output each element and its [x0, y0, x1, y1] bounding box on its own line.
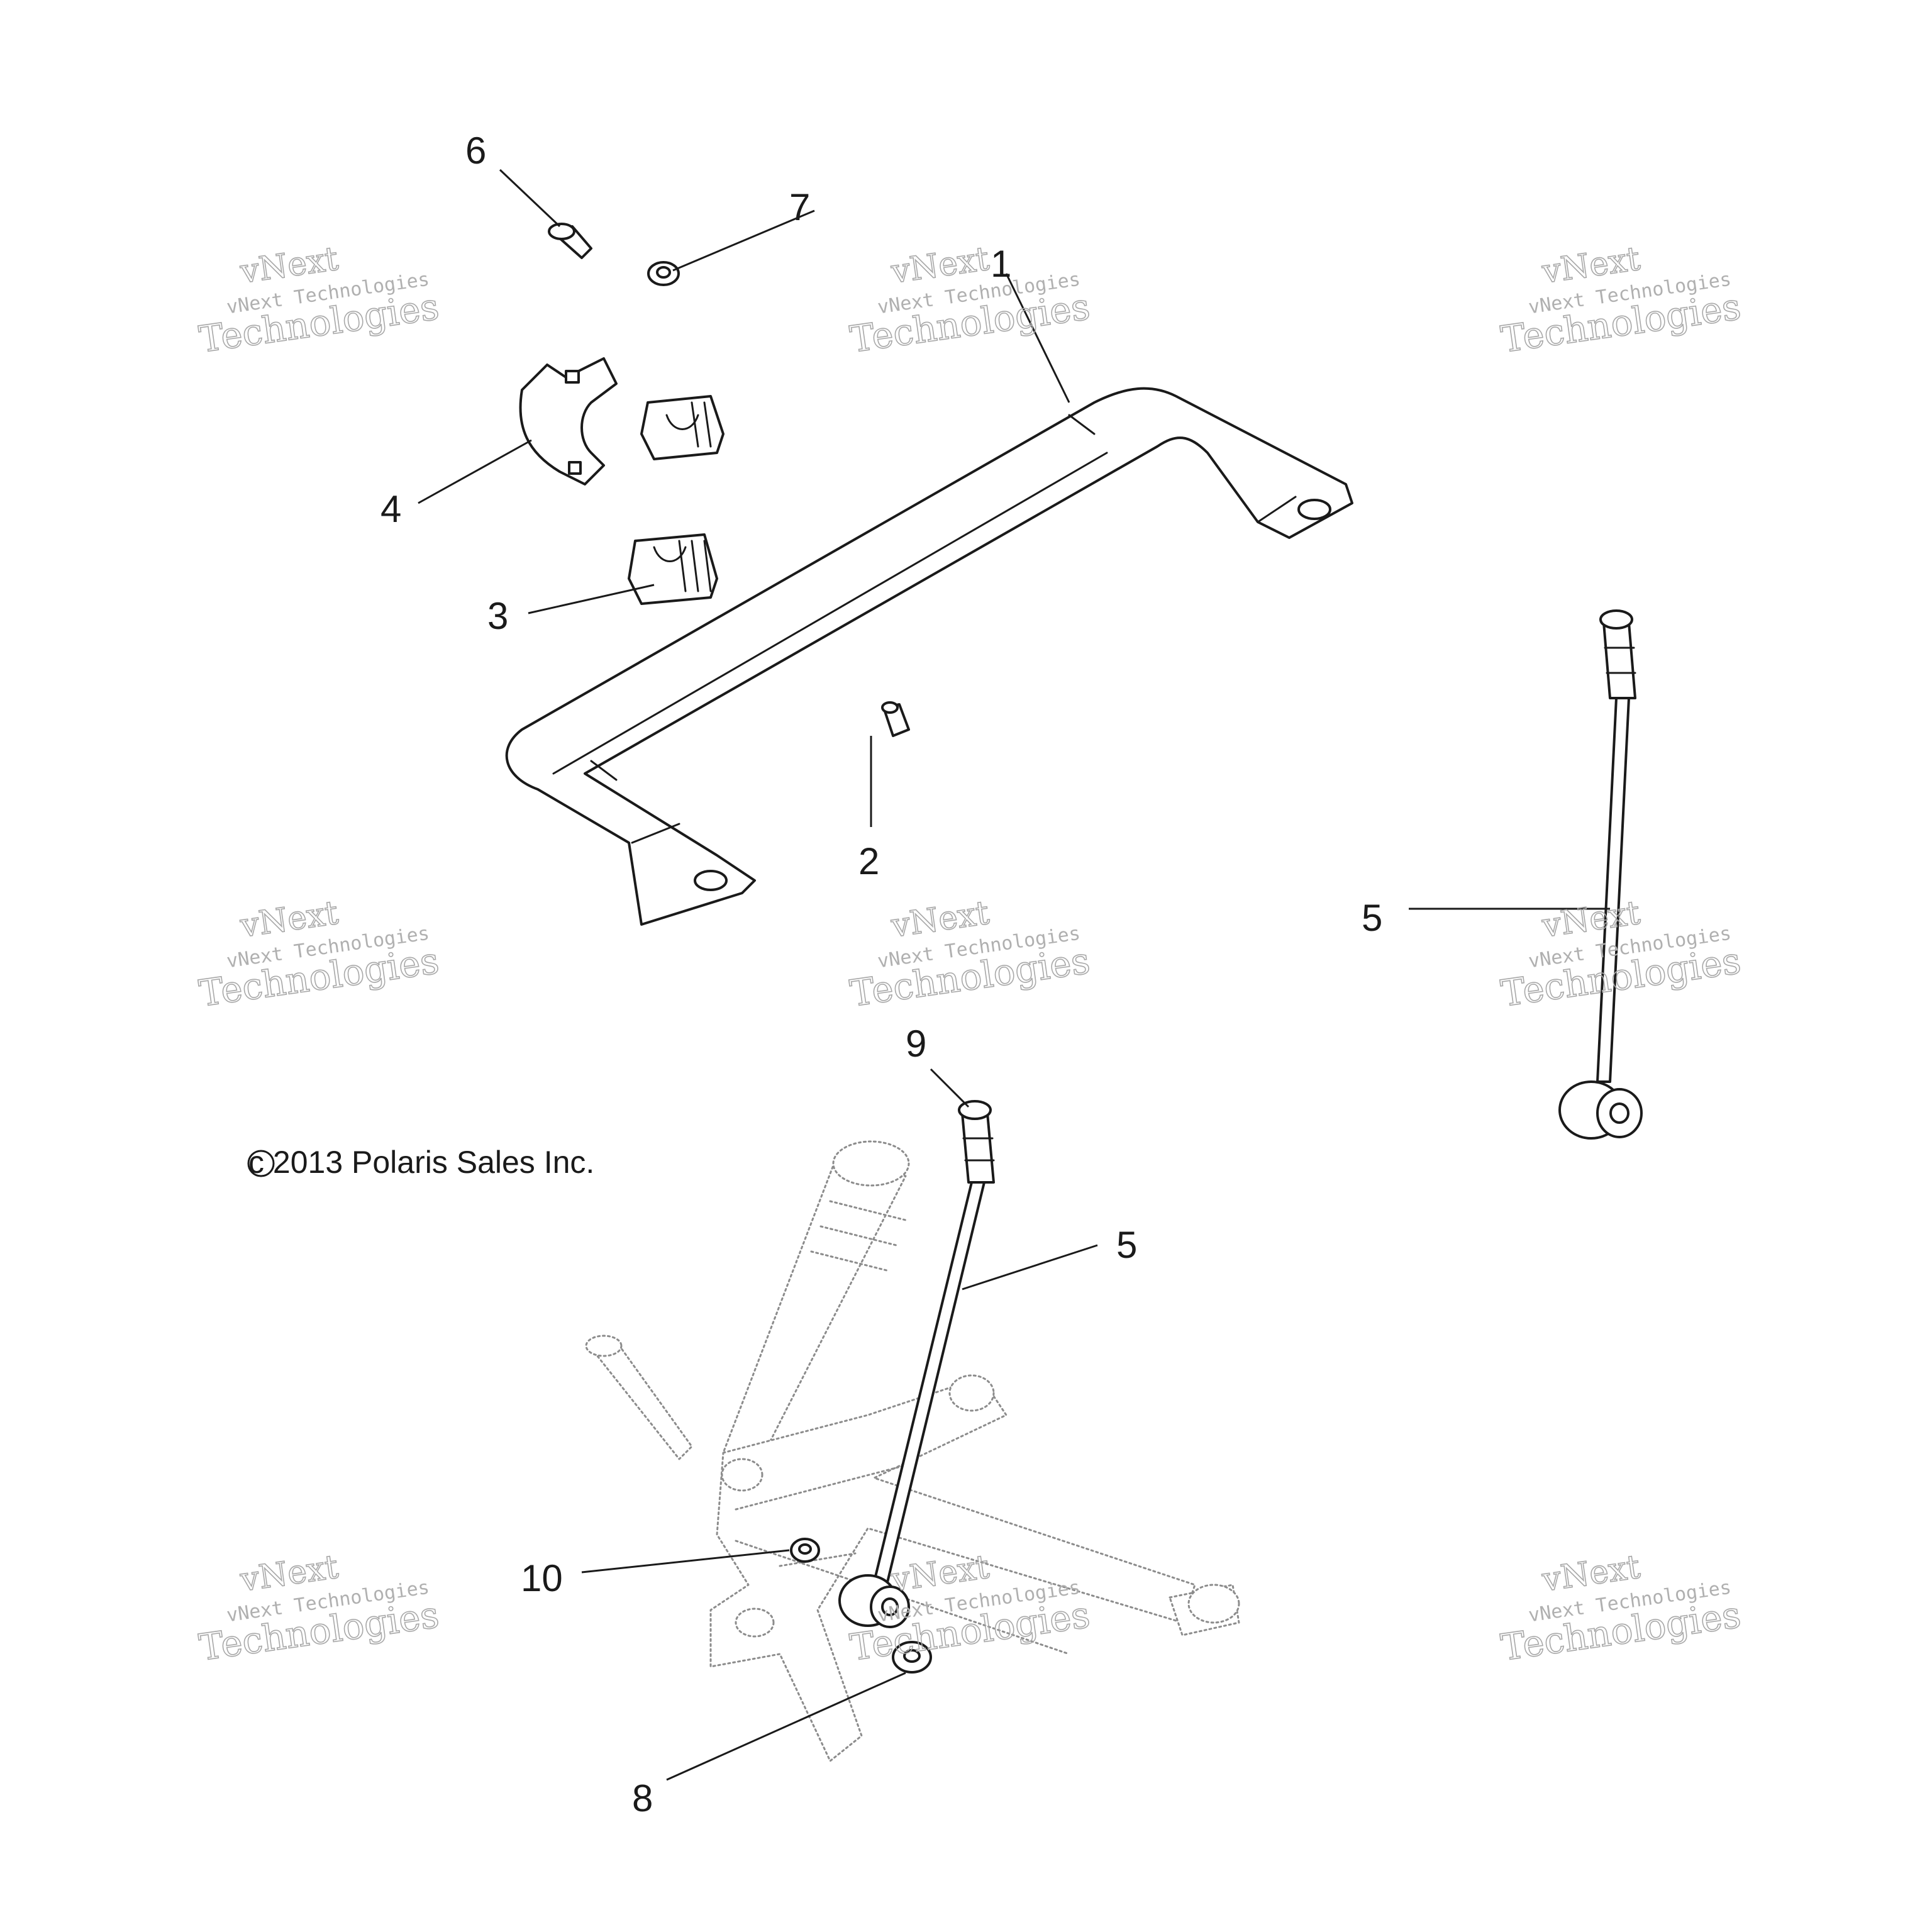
ghost-shock-rings [810, 1200, 907, 1272]
link-lower-eye-hole [881, 1597, 899, 1616]
watermark-2: vNext vNext Technologies Technologies [847, 240, 1093, 362]
stabilizer-bar-collars [590, 414, 1096, 781]
callout-labels: 1 2 3 4 5 5 6 7 8 9 10 [380, 130, 1382, 1819]
grease-fitting-tip [881, 701, 899, 714]
watermark-9: vNext vNext Technologies Technologies [1498, 1548, 1744, 1670]
callout-4: 4 [380, 488, 401, 530]
bracket-body [519, 357, 618, 486]
callout-5-right: 5 [1362, 897, 1382, 939]
callout-5-lower: 5 [1116, 1224, 1137, 1266]
stabilizer-link-right [1558, 609, 1643, 1140]
watermarks: vNext vNext Technologies Technologies vN… [196, 240, 1744, 1670]
stabilizer-bar [505, 387, 1353, 926]
leader-9 [930, 1068, 970, 1108]
grease-fitting [881, 701, 910, 737]
callout-9: 9 [906, 1023, 926, 1065]
bracket-hole-bottom [568, 461, 582, 475]
link-lower-bushing [961, 1112, 995, 1184]
bushing-upper-body [640, 395, 724, 460]
callout-3: 3 [487, 595, 508, 637]
link-right-top-nut [1599, 609, 1633, 630]
leader-lines [418, 169, 1610, 1781]
link-right-bushing-rings [1604, 647, 1636, 674]
bushing-lower-ribs [653, 540, 712, 592]
washer-hole [903, 1649, 921, 1663]
small-bolt [548, 223, 592, 259]
leader-10 [581, 1549, 790, 1574]
watermark-6: vNext vNext Technologies Technologies [1498, 894, 1744, 1016]
lock-nut-hole [798, 1543, 812, 1555]
flange-nut-hole [656, 266, 671, 279]
callout-8: 8 [632, 1777, 653, 1819]
stabilizer-bar-end-hole-left [694, 870, 728, 891]
copyright-symbol [247, 1150, 275, 1177]
leader-7 [672, 209, 815, 272]
ghost-pivot-right [1187, 1584, 1240, 1624]
stabilizer-bar-end-hole-right [1297, 499, 1331, 520]
callout-2: 2 [858, 840, 879, 882]
small-bolt-head [548, 223, 575, 240]
ghost-pivot-left [721, 1458, 763, 1492]
ghost-bolt-head [585, 1335, 623, 1357]
bracket [519, 357, 618, 486]
link-lower-bushing-rings [962, 1137, 995, 1162]
lock-nut [790, 1538, 820, 1563]
bushing-upper-ribs [665, 401, 712, 448]
leader-3 [528, 584, 655, 614]
ghost-pivot-top [948, 1374, 995, 1412]
watermark-7: vNext vNext Technologies Technologies [196, 1548, 442, 1670]
link-right-bushing [1602, 621, 1636, 699]
bushing-lower [628, 533, 718, 605]
link-right-rod [1596, 697, 1630, 1083]
callout-6: 6 [465, 130, 486, 172]
ghost-a-arm [709, 1376, 1196, 1762]
ghost-pivot-lower-left [735, 1607, 775, 1638]
washer [892, 1641, 932, 1674]
watermark-5: vNext vNext Technologies Technologies [847, 894, 1093, 1016]
leader-5b [962, 1244, 1098, 1291]
watermark-1: vNext vNext Technologies Technologies [196, 240, 442, 362]
copyright-notice: c 2013 Polaris Sales Inc. [247, 1145, 594, 1180]
ghost-suspension-assembly [585, 1140, 1240, 1762]
flange-nut [647, 261, 680, 286]
leader-8 [666, 1672, 906, 1781]
callout-10: 10 [521, 1557, 563, 1599]
leader-4 [418, 439, 532, 504]
callout-1: 1 [991, 243, 1011, 285]
stabilizer-bar-edges [552, 452, 1297, 844]
ghost-shock-cap [832, 1140, 910, 1187]
copyright-text: c 2013 Polaris Sales Inc. [248, 1145, 594, 1180]
bushing-lower-body [628, 533, 718, 605]
stabilizer-bar-body [505, 387, 1353, 926]
bracket-hole-top [565, 370, 580, 384]
watermark-3: vNext vNext Technologies Technologies [1498, 240, 1744, 362]
leader-6 [499, 169, 561, 228]
link-right-eye-hole [1609, 1102, 1629, 1124]
link-lower-top-nut [958, 1100, 992, 1120]
stabilizer-link-lower [838, 1100, 995, 1628]
watermark-4: vNext vNext Technologies Technologies [196, 894, 442, 1016]
ghost-long-bolt [593, 1345, 693, 1460]
leader-1 [1005, 273, 1070, 403]
bushing-upper [640, 395, 724, 460]
callout-7: 7 [789, 186, 810, 228]
